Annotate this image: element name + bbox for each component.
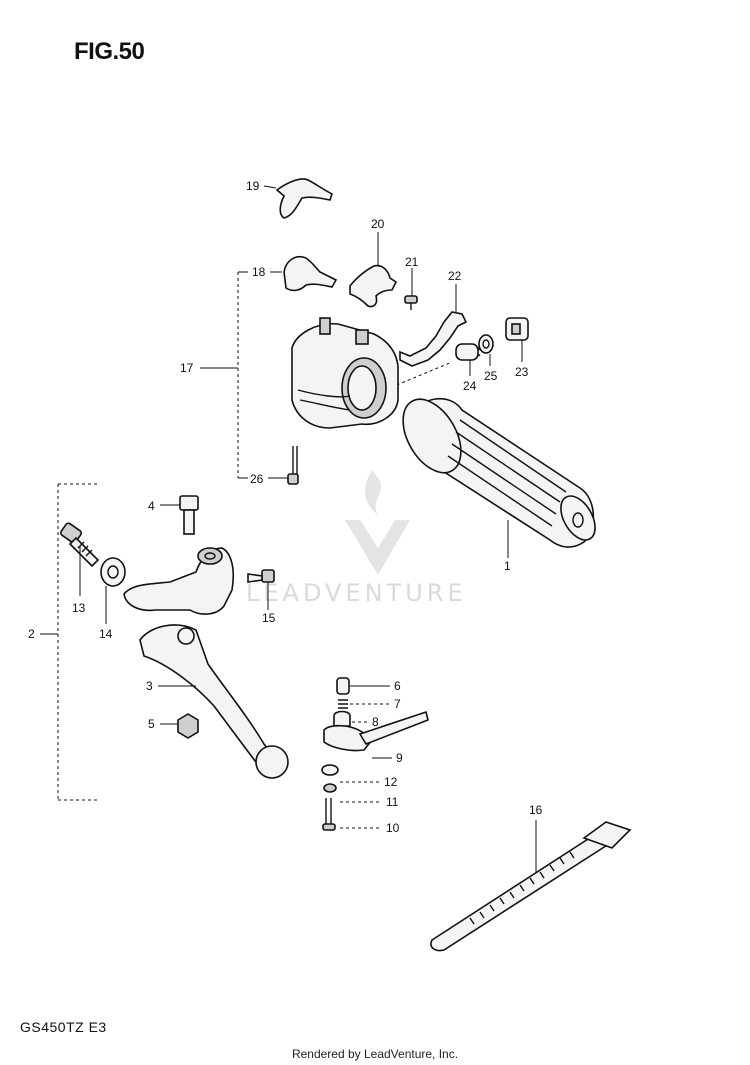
- part-14-shape[interactable]: [100, 557, 126, 587]
- callout-8: 8: [372, 715, 379, 729]
- part-22-shape[interactable]: [399, 311, 468, 367]
- callout-18: 18: [252, 265, 266, 279]
- part-13-shape[interactable]: [59, 522, 100, 568]
- callout-4: 4: [148, 499, 155, 513]
- callout-21: 21: [405, 255, 419, 269]
- callout-19: 19: [246, 179, 260, 193]
- part-3-shape[interactable]: [139, 624, 289, 779]
- callout-2: 2: [28, 627, 35, 641]
- part-23-shape[interactable]: [505, 317, 529, 341]
- callout-24: 24: [463, 379, 477, 393]
- part-17-shape[interactable]: [291, 317, 399, 429]
- part-6-shape[interactable]: [336, 677, 350, 695]
- part-25-shape[interactable]: [478, 334, 494, 354]
- part-21-shape[interactable]: [404, 295, 418, 310]
- callout-5: 5: [148, 717, 155, 731]
- leader-lines: [40, 185, 537, 872]
- part-10-shape[interactable]: [322, 798, 336, 831]
- model-code: GS450TZ E3: [20, 1019, 107, 1035]
- group-17-bracket: [237, 271, 248, 479]
- part-1-shape[interactable]: [391, 389, 602, 548]
- part-15-shape[interactable]: [247, 569, 275, 583]
- callout-15: 15: [262, 611, 276, 625]
- callout-26: 26: [250, 472, 264, 486]
- group-2-bracket: [57, 483, 100, 801]
- callout-10: 10: [386, 821, 400, 835]
- part-16-shape[interactable]: [430, 821, 632, 952]
- part-26-shape[interactable]: [287, 446, 299, 485]
- footer-credit: Rendered by LeadVenture, Inc.: [291, 1047, 459, 1061]
- part-24-shape[interactable]: [455, 343, 481, 361]
- callout-3: 3: [146, 679, 153, 693]
- callout-12: 12: [384, 775, 398, 789]
- callout-6: 6: [394, 679, 401, 693]
- part-7-shape[interactable]: [338, 699, 348, 709]
- part-5-shape[interactable]: [177, 713, 199, 739]
- part-12-shape[interactable]: [321, 764, 339, 776]
- part-20-shape[interactable]: [349, 264, 398, 308]
- callout-13: 13: [72, 601, 86, 615]
- callout-23: 23: [515, 365, 529, 379]
- callout-16: 16: [529, 803, 543, 817]
- callout-11: 11: [386, 795, 399, 809]
- part-11-shape[interactable]: [323, 783, 337, 793]
- callout-14: 14: [99, 627, 113, 641]
- part-18-shape[interactable]: [283, 256, 338, 292]
- callout-17: 17: [180, 361, 194, 375]
- part-4-shape[interactable]: [179, 495, 199, 535]
- leadventure-watermark: LEADVENTURE: [246, 470, 467, 607]
- figure-title: FIG.50: [74, 38, 145, 65]
- callout-22: 22: [448, 269, 462, 283]
- callout-7: 7: [394, 697, 401, 711]
- part-9-shape[interactable]: [323, 710, 429, 752]
- part-8-shape[interactable]: [333, 710, 351, 727]
- part-2-bracket-shape[interactable]: [123, 547, 235, 615]
- callout-9: 9: [396, 751, 403, 765]
- part-19-shape[interactable]: [275, 178, 333, 219]
- callout-1: 1: [504, 559, 511, 573]
- watermark-text: LEADVENTURE: [246, 579, 467, 607]
- callout-20: 20: [371, 217, 385, 231]
- callout-25: 25: [484, 369, 498, 383]
